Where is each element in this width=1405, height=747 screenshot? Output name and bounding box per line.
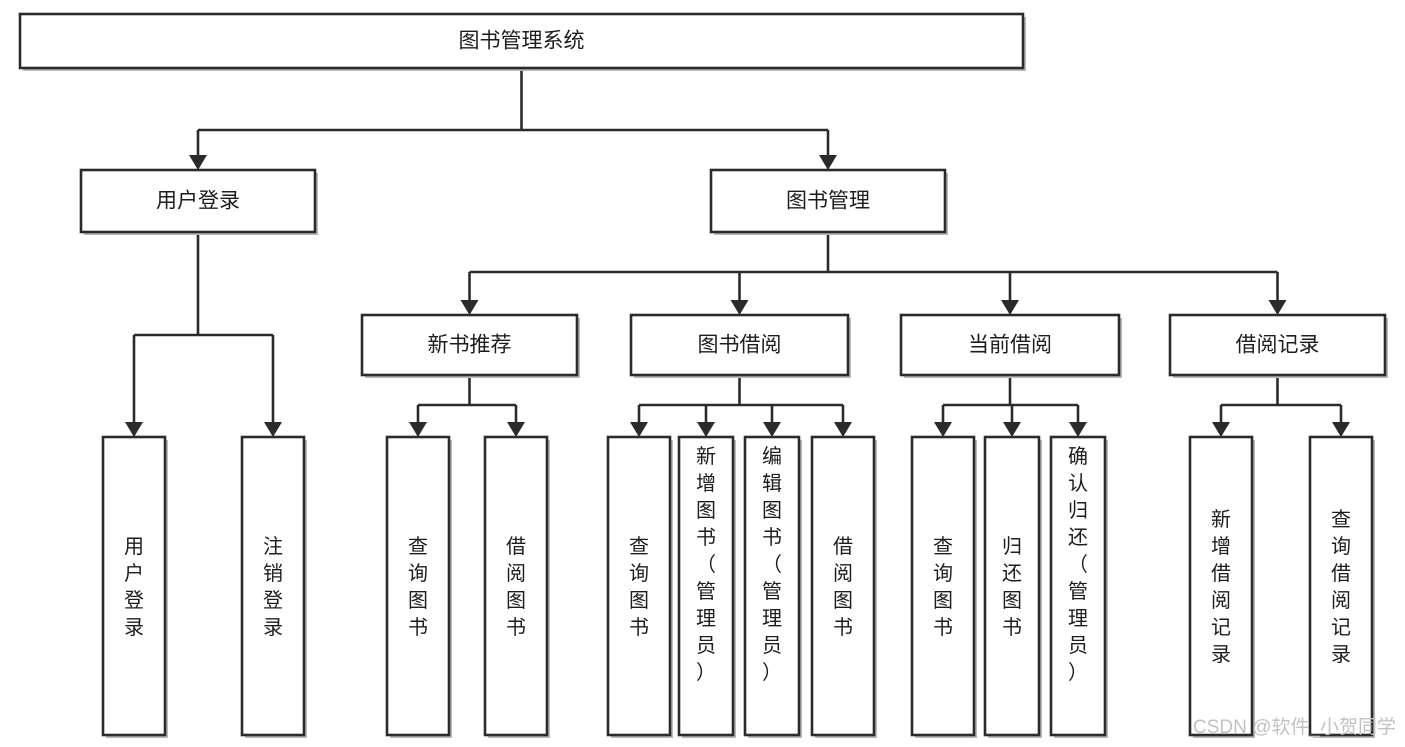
node-label: 注销登录 — [263, 535, 283, 639]
node-leaf-add-book[interactable]: 新增图书（管理员） — [677, 435, 736, 738]
node-rect — [360, 313, 579, 377]
node-leaf-logout[interactable]: 注销登录 — [240, 435, 307, 738]
arrow-head-to-book-management — [819, 155, 837, 170]
arrow-head-to-leaf-add-record — [1212, 422, 1230, 437]
node-label: 用户登录 — [156, 190, 240, 213]
node-rect — [240, 435, 306, 737]
node-rect — [483, 435, 549, 737]
arrow-head-to-leaf-edit-book — [763, 422, 781, 437]
arrow-head-to-leaf-query-book-2 — [630, 422, 648, 437]
node-rect — [1168, 313, 1387, 377]
node-leaf-confirm-return[interactable]: 确认归还（管理员） — [1049, 435, 1108, 738]
arrow-head-to-leaf-logout — [264, 422, 282, 437]
node-label: 图书借阅 — [698, 334, 782, 357]
node-label: 图书管理 — [786, 190, 870, 213]
node-label: 确认归还（管理员） — [1068, 445, 1088, 684]
arrow-head-to-leaf-user-login — [125, 422, 143, 437]
arrow-head-to-leaf-query-record — [1332, 422, 1350, 437]
node-rect — [1308, 435, 1374, 737]
node-rect — [743, 435, 801, 737]
node-leaf-edit-book[interactable]: 编辑图书（管理员） — [743, 435, 802, 738]
node-rect — [385, 435, 451, 737]
node-rect — [101, 435, 167, 737]
arrow-head-to-borrow-record — [1268, 300, 1287, 315]
node-rect — [677, 435, 735, 737]
arrow-head-to-leaf-borrow-book-2 — [834, 422, 852, 437]
node-label: 借阅图书 — [506, 535, 526, 639]
node-layer: 图书管理系统用户登录图书管理新书推荐图书借阅当前借阅借阅记录用户登录注销登录查询… — [18, 12, 1388, 738]
arrow-head-to-leaf-return-book — [1003, 422, 1021, 437]
connector-layer — [125, 68, 1350, 437]
node-leaf-query-book-3[interactable]: 查询图书 — [910, 435, 977, 738]
node-rect — [899, 313, 1121, 377]
node-rect — [1188, 435, 1254, 737]
node-new-book-recommend[interactable]: 新书推荐 — [360, 313, 580, 378]
node-rect — [606, 435, 672, 737]
node-leaf-query-book-1[interactable]: 查询图书 — [385, 435, 452, 738]
node-label: 借阅记录 — [1236, 334, 1320, 357]
arrow-head-to-leaf-borrow-book-1 — [507, 422, 525, 437]
node-rect — [79, 168, 317, 234]
node-rect — [983, 435, 1041, 737]
node-label: 查询图书 — [629, 535, 649, 639]
arrow-head-to-leaf-add-book — [697, 422, 715, 437]
node-label: 查询借阅记录 — [1331, 508, 1351, 666]
node-label: 新书推荐 — [428, 334, 512, 357]
node-book-borrow[interactable]: 图书借阅 — [629, 313, 851, 378]
node-rect — [1049, 435, 1107, 737]
node-leaf-query-book-2[interactable]: 查询图书 — [606, 435, 673, 738]
csdn-watermark: CSDN @软件_小贺同学 — [1193, 716, 1396, 738]
node-book-management[interactable]: 图书管理 — [709, 168, 948, 235]
node-leaf-user-login[interactable]: 用户登录 — [101, 435, 168, 738]
node-label: 查询图书 — [933, 535, 953, 639]
node-label: 借阅图书 — [833, 535, 853, 639]
node-leaf-return-book[interactable]: 归还图书 — [983, 435, 1042, 738]
node-label: 编辑图书（管理员） — [762, 445, 782, 684]
node-label: 用户登录 — [124, 536, 144, 639]
node-rect — [709, 168, 947, 234]
node-root[interactable]: 图书管理系统 — [18, 12, 1026, 71]
arrow-head-to-leaf-confirm-return — [1069, 422, 1087, 437]
node-label: 新增借阅记录 — [1211, 508, 1231, 666]
node-leaf-query-record[interactable]: 查询借阅记录 — [1308, 435, 1375, 738]
node-rect — [629, 313, 850, 377]
node-label: 新增图书（管理员） — [696, 445, 716, 684]
node-leaf-borrow-book-2[interactable]: 借阅图书 — [810, 435, 877, 738]
arrow-head-to-leaf-query-book-1 — [409, 422, 427, 437]
arrow-head-to-leaf-query-book-3 — [934, 422, 952, 437]
node-label: 当前借阅 — [968, 334, 1052, 357]
node-leaf-borrow-book-1[interactable]: 借阅图书 — [483, 435, 550, 738]
node-leaf-add-record[interactable]: 新增借阅记录 — [1188, 435, 1255, 738]
arrow-head-to-book-borrow — [730, 300, 749, 315]
node-label: 图书管理系统 — [459, 30, 585, 53]
node-borrow-record[interactable]: 借阅记录 — [1168, 313, 1388, 378]
arrow-head-to-user-login — [189, 155, 207, 170]
node-rect — [18, 12, 1025, 70]
node-rect — [810, 435, 876, 737]
arrow-head-to-new-book-recommend — [460, 300, 479, 315]
node-current-borrow[interactable]: 当前借阅 — [899, 313, 1122, 378]
node-rect — [910, 435, 976, 737]
node-label: 查询图书 — [408, 535, 428, 639]
node-user-login[interactable]: 用户登录 — [79, 168, 318, 235]
arrow-head-to-current-borrow — [1001, 300, 1019, 315]
node-label: 归还图书 — [1002, 535, 1022, 639]
